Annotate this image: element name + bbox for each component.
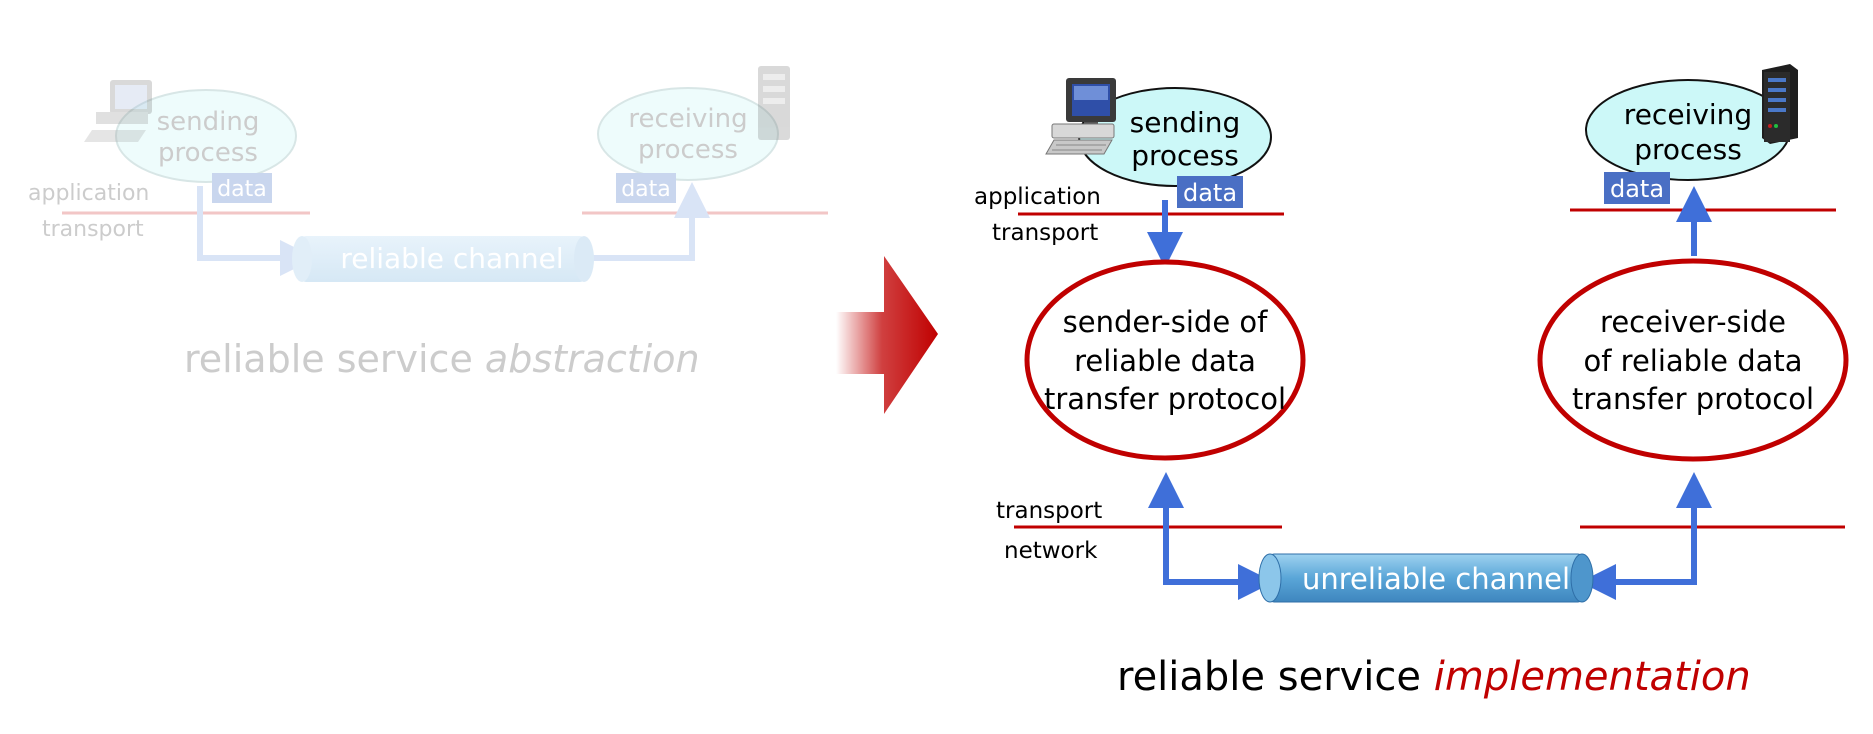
abs-server-tower-icon [758, 66, 790, 140]
impl-receiving-process-line1: receiving [1624, 98, 1752, 131]
implementation-panel: sending process receiving process [974, 64, 1849, 700]
impl-channel-label: unreliable channel [1302, 562, 1570, 596]
impl-desktop-computer-icon [1045, 78, 1116, 155]
impl-layer-transport-bottom: transport [996, 498, 1102, 524]
abs-channel-label: reliable channel [340, 242, 563, 275]
abs-receiving-process-line2: process [638, 135, 738, 165]
abs-receiving-process [597, 87, 779, 181]
abs-caption-emphasis: abstraction [485, 337, 700, 381]
abs-receiving-process-line1: receiving [628, 104, 747, 134]
impl-receiver-protocol [1537, 258, 1849, 462]
abs-data-send-label: data [217, 177, 267, 202]
impl-sending-process-line1: sending [1130, 106, 1241, 139]
impl-sender-protocol-line1: sender-side of [1063, 305, 1268, 339]
impl-sender-protocol [1024, 259, 1306, 461]
abs-layer-transport: transport [42, 217, 144, 242]
impl-data-recv-box [1604, 172, 1670, 204]
impl-layer-transport-top: transport [992, 220, 1098, 246]
impl-arrow-receiver-channel [1580, 472, 1712, 600]
impl-receiver-protocol-line3: transfer protocol [1572, 382, 1814, 416]
abs-sending-process-line2: process [158, 138, 258, 168]
impl-receiver-protocol-line2: of reliable data [1583, 344, 1802, 378]
impl-caption: reliable service implementation [1117, 654, 1751, 700]
abs-arrow-send [197, 186, 316, 276]
impl-data-send-box [1177, 176, 1243, 208]
impl-sender-protocol-line2: reliable data [1074, 344, 1256, 378]
impl-data-send-label: data [1183, 179, 1237, 207]
abs-reliable-channel: reliable channel [292, 236, 594, 282]
impl-sender-protocol-line3: transfer protocol [1044, 382, 1286, 416]
impl-layer-application: application [974, 184, 1101, 210]
abs-sending-process-line1: sending [157, 107, 260, 137]
impl-receiver-protocol-line1: receiver-side [1600, 305, 1786, 339]
impl-caption-prefix: reliable service [1117, 654, 1434, 700]
impl-unreliable-channel: unreliable channel [1258, 553, 1594, 603]
impl-layer-network: network [1004, 538, 1098, 564]
impl-receiving-process-line2: process [1634, 133, 1742, 166]
impl-data-recv-label: data [1610, 175, 1664, 203]
abs-caption: reliable service abstraction [184, 337, 700, 381]
impl-caption-emphasis: implementation [1434, 654, 1751, 700]
abs-data-recv-box [616, 173, 676, 203]
abs-data-send-box [212, 173, 272, 203]
abs-layer-application: application [28, 181, 149, 206]
abs-desktop-computer-icon [84, 80, 152, 142]
abs-arrow-recv [586, 182, 710, 261]
impl-server-tower-icon [1762, 64, 1798, 144]
abs-sending-process [115, 89, 297, 183]
impl-sending-process-line2: process [1131, 139, 1239, 172]
abs-data-recv-label: data [621, 177, 671, 202]
abstraction-panel: sending process receiving process applic… [28, 66, 828, 381]
abs-caption-prefix: reliable service [184, 337, 485, 381]
impl-arrow-sender-channel [1148, 472, 1274, 600]
big-right-arrow-icon [836, 256, 938, 414]
